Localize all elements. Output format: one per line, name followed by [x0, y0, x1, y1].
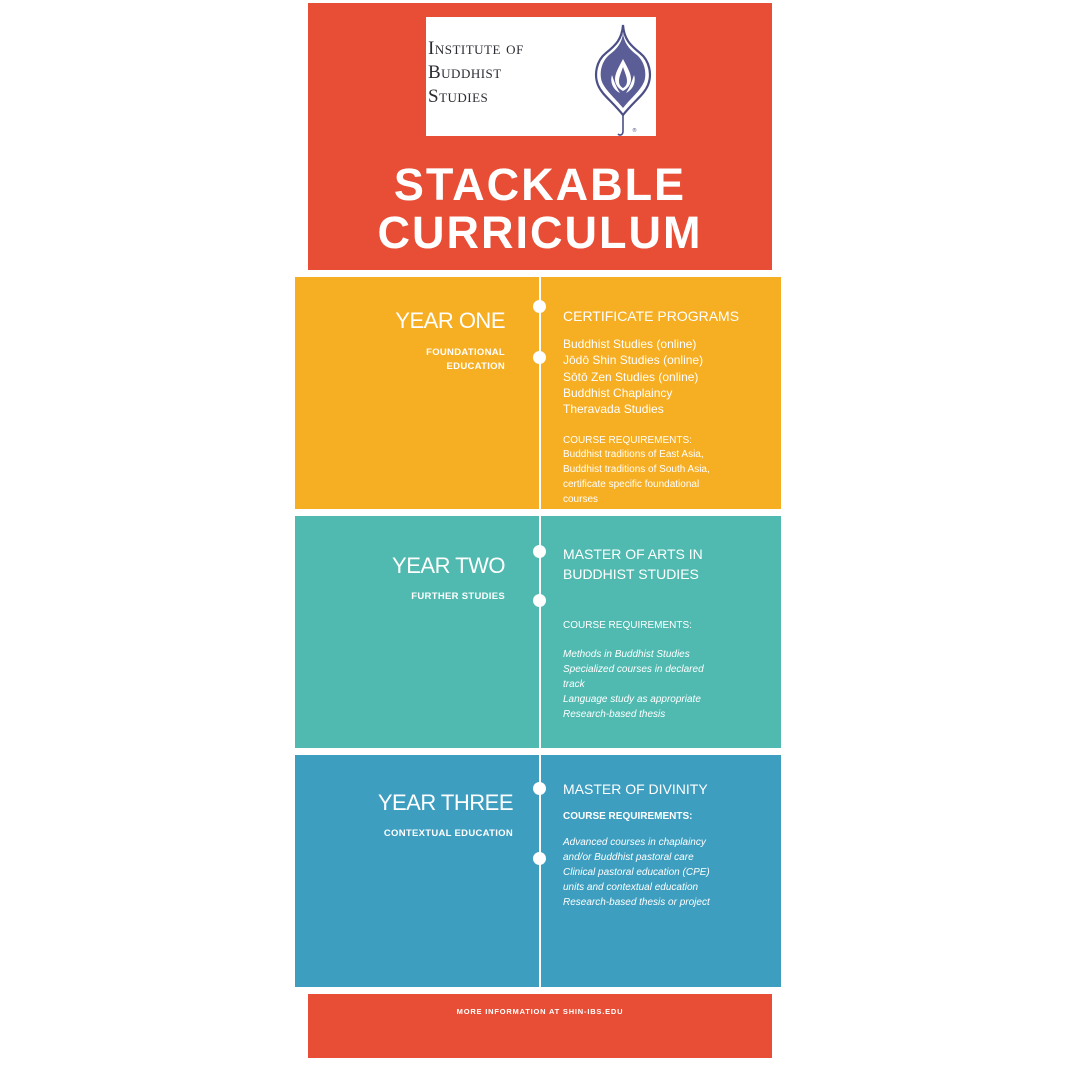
timeline-line — [539, 277, 541, 509]
year-one-section: YEAR ONE FOUNDATIONAL EDUCATION CERTIFIC… — [295, 277, 781, 509]
header-banner: Institute of Buddhist Studies ® STACKABL… — [308, 3, 772, 270]
requirements-label: COURSE REQUIREMENTS: — [563, 811, 693, 822]
svg-text:®: ® — [632, 127, 637, 134]
requirements-text: Buddhist traditions of East Asia, Buddhi… — [563, 449, 710, 505]
program-title: MASTER OF ARTS IN BUDDHIST STUDIES — [563, 546, 703, 582]
timeline-dot — [533, 782, 546, 795]
timeline-line — [539, 516, 541, 748]
requirements-label: COURSE REQUIREMENTS: — [563, 435, 692, 446]
list-item: Buddhist Chaplaincy — [563, 385, 673, 400]
page-title: STACKABLE CURRICULUM — [377, 159, 703, 258]
timeline-dot — [533, 594, 546, 607]
year-subtitle: FOUNDATIONAL EDUCATION — [426, 347, 505, 372]
bodhi-leaf-icon: ® — [595, 24, 651, 136]
list-item: Theravada Studies — [563, 402, 664, 417]
list-item: Sōtō Zen Studies (online) — [563, 369, 699, 384]
year-subtitle: CONTEXTUAL EDUCATION — [383, 828, 513, 839]
logo-text: Institute of Buddhist Studies — [428, 38, 524, 107]
year-heading: YEAR ONE — [395, 308, 505, 333]
timeline-line — [539, 755, 541, 987]
institute-logo: Institute of Buddhist Studies ® — [426, 17, 656, 136]
timeline-dot — [533, 351, 546, 364]
year-three-section: YEAR THREE CONTEXTUAL EDUCATION MASTER O… — [295, 755, 781, 987]
year-heading: YEAR TWO — [392, 553, 505, 578]
timeline-dot — [533, 852, 546, 865]
timeline-dot — [533, 300, 546, 313]
footer-banner: MORE INFORMATION AT SHIN-IBS.EDU — [308, 994, 772, 1058]
year-subtitle: FURTHER STUDIES — [411, 591, 505, 602]
timeline-dot — [533, 545, 546, 558]
program-title: MASTER OF DIVINITY — [563, 781, 708, 797]
footer-link-text: MORE INFORMATION AT SHIN-IBS.EDU — [456, 1007, 624, 1016]
requirements-label: COURSE REQUIREMENTS: — [563, 620, 692, 631]
program-title: CERTIFICATE PROGRAMS — [563, 308, 740, 324]
list-item: Buddhist Studies (online) — [563, 337, 697, 351]
list-item: Jōdō Shin Studies (online) — [563, 353, 704, 368]
year-two-section: YEAR TWO FURTHER STUDIES MASTER OF ARTS … — [295, 516, 781, 748]
requirements-text: Methods in Buddhist Studies Specialized … — [563, 649, 704, 720]
program-list: Buddhist Studies (online) Jōdō Shin Stud… — [563, 336, 703, 417]
year-heading: YEAR THREE — [377, 790, 514, 815]
requirements-text: Advanced courses in chaplaincy and/or Bu… — [563, 837, 710, 908]
